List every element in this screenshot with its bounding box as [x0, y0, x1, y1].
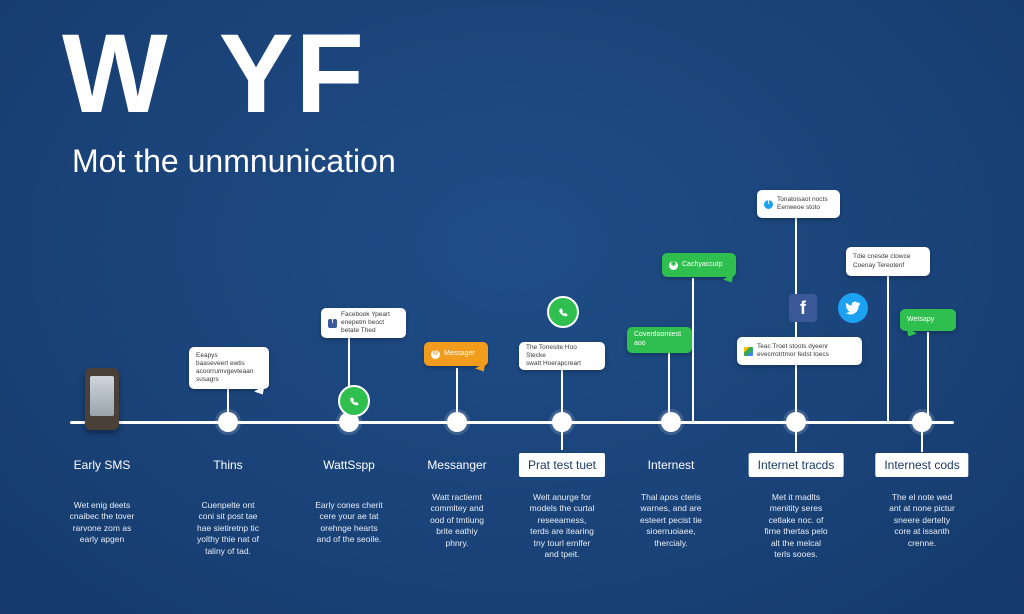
timeline-node — [339, 412, 359, 432]
stem — [456, 368, 458, 414]
bubble-text: The Tonesite Hoo Stecke swatt Hoerapcrea… — [526, 343, 581, 368]
stem — [348, 335, 350, 415]
phone-icon — [85, 368, 119, 430]
stem — [561, 370, 563, 450]
stem — [927, 332, 929, 416]
whatsapp-bubble: Wetsapy — [900, 309, 956, 340]
twitter-post-bubble: t Tonatoisaot nocts Eenweoe stoto — [757, 190, 840, 218]
facebook-icon: f — [789, 294, 817, 322]
timeline-node — [218, 412, 238, 432]
bubble-text: Wetsapy — [907, 315, 935, 323]
stem — [692, 278, 694, 421]
twitter-icon: t — [764, 199, 773, 209]
timeline-description: Watt ractiemt commltey and ood of tmtiun… — [430, 492, 484, 548]
timeline-description: Welt anurge for models the curtal reseea… — [529, 492, 595, 560]
timeline-label: Early SMS — [73, 458, 131, 472]
page-subtitle: Mot the unmnunication — [72, 143, 396, 179]
chat-icon: ◉ — [669, 260, 678, 270]
whatsapp-icon — [547, 296, 579, 328]
drive-icon — [744, 346, 753, 356]
post-bubble: The Tonesite Hoo Stecke swatt Hoerapcrea… — [519, 342, 605, 370]
timeline-label: WattSspp — [323, 458, 375, 472]
timeline-axis — [70, 421, 954, 424]
bubble-text: Facebook Ypeart enepetm beoct betate The… — [341, 310, 390, 335]
bubble-text: Cachyaccutp — [682, 260, 723, 268]
chat-bubble: Coverdoomiest aoo — [627, 327, 692, 353]
bubble-text: Eeapys baaseveert ewtis acoorrumvgevteaa… — [196, 351, 254, 384]
bubble-text: Tdie cnesde ctowce Coenay Tereotenf — [853, 253, 911, 269]
stem — [795, 432, 797, 452]
timeline-description: Early cones cherit cere your ae tat oreh… — [315, 500, 383, 545]
page-title: W YF — [62, 11, 366, 136]
timeline-label: Prat test tuet — [518, 453, 606, 477]
stem — [227, 380, 229, 414]
chat-bubble: ◉ Cachyaccutp — [662, 253, 737, 286]
bubble-text: Teac Troet stoots dyeenr evecrrotrtmor f… — [757, 342, 829, 358]
messenger-icon: ◎ — [431, 349, 440, 359]
post-bubble: Tdie cnesde ctowce Coenay Tereotenf — [846, 247, 930, 276]
stem — [921, 432, 923, 452]
timeline-description: The el note wed ant at none pictur sneer… — [889, 492, 955, 548]
bubble-text: Tonatoisaot nocts Eenweoe stoto — [777, 195, 828, 211]
timeline-description: Met it madlts menitity seres cetlake noc… — [764, 492, 828, 560]
bubble-text: Messager — [444, 349, 475, 357]
twitter-icon — [838, 293, 868, 323]
timeline-node — [786, 412, 806, 432]
stem — [887, 276, 889, 421]
timeline-label: Internest — [647, 458, 695, 472]
timeline-node — [661, 412, 681, 432]
bubble-text: Coverdoomiest aoo — [634, 331, 682, 347]
timeline-label: Messanger — [427, 458, 487, 472]
facebook-icon: f — [328, 318, 337, 328]
whatsapp-icon — [338, 385, 370, 417]
timeline-description: Wet enig deets cnaibec the tover rarvone… — [69, 500, 135, 545]
timeline-node — [447, 412, 467, 432]
timeline-description: Thal apos cteris warnes, and are esteert… — [640, 492, 702, 548]
timeline-label: Internest cods — [875, 453, 969, 477]
facebook-post-bubble: f Facebook Ypeart enepetm beoct betate T… — [321, 308, 406, 338]
timeline-node — [912, 412, 932, 432]
google-post-bubble: Teac Troet stoots dyeenr evecrrotrtmor f… — [737, 337, 862, 365]
timeline-description: Cuenpelte ont coni sit post tae hae siet… — [197, 500, 259, 556]
timeline-label: Internet tracds — [748, 453, 844, 477]
message-bubble: Eeapys baaseveert ewtis acoorrumvgevteaa… — [189, 347, 269, 398]
stem — [668, 353, 670, 415]
timeline-label: Thins — [213, 458, 243, 472]
messenger-bubble: ◎ Messager — [424, 342, 489, 375]
timeline-node — [552, 412, 572, 432]
